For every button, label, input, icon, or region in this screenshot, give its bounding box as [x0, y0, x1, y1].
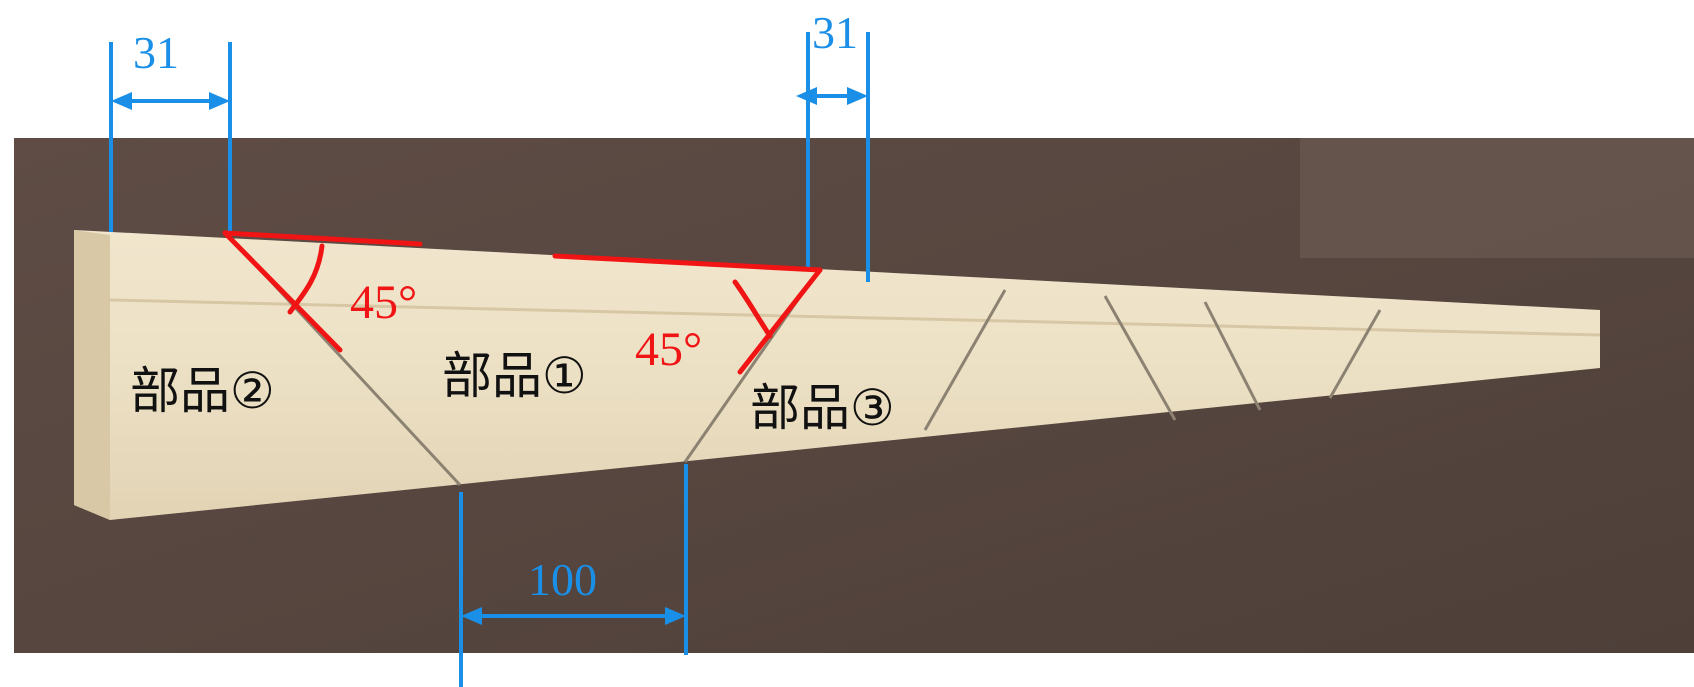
cut-line-extra-2 [1103, 295, 1177, 421]
cut-line-extra-4 [1328, 309, 1382, 399]
wood-board-end-face [74, 230, 110, 520]
part1-label: 部品① [442, 347, 587, 405]
wood-board [74, 230, 1600, 520]
cut-line-extra-1 [923, 289, 1007, 431]
red-top-edge-right [552, 253, 823, 273]
red-cut-right [737, 267, 823, 375]
red-top-edge-left [222, 230, 423, 247]
part3-label: 部品③ [750, 379, 895, 437]
dim-bottom-label: 100 [528, 554, 597, 605]
angle-arc-right [732, 279, 773, 339]
dim-left-label: 31 [133, 27, 179, 78]
angle-arc-left [287, 243, 325, 315]
dimension-lines [109, 32, 870, 687]
red-cut-left [222, 230, 343, 353]
angle-markings [222, 230, 823, 375]
angle-right-label: 45° [635, 323, 702, 376]
dim-right-arrowhead-start [796, 87, 817, 105]
dim-left-arrowhead-end [209, 92, 230, 110]
dim-bottom-arrowhead-start [461, 607, 482, 625]
cut-line-extra-3 [1203, 301, 1262, 411]
dim-bottom-arrowhead-end [665, 607, 686, 625]
dim-right-arrowhead-end [847, 87, 868, 105]
dim-left-arrowhead-start [111, 92, 132, 110]
wood-grain-line [109, 298, 1601, 337]
angle-left-label: 45° [350, 276, 417, 329]
dim-right-label: 31 [812, 7, 858, 58]
background-light-patch [1300, 138, 1694, 258]
part2-label: 部品② [130, 362, 275, 420]
